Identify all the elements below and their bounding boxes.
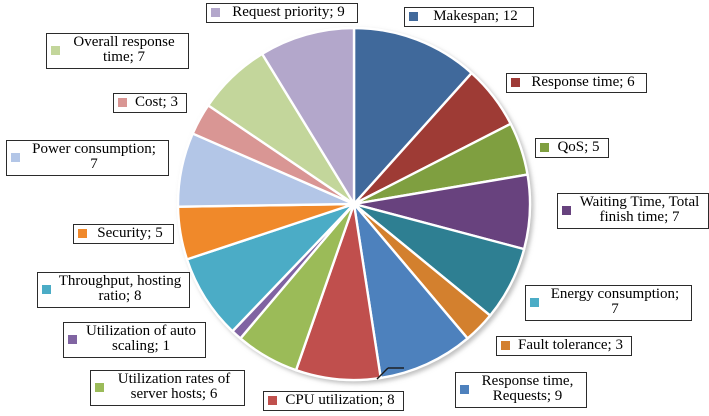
- callout-energy-consumption[interactable]: Energy consumption; 7: [525, 285, 692, 321]
- callout-label-text: Energy consumption; 7: [550, 286, 680, 318]
- callout-cost[interactable]: Cost; 3: [113, 93, 187, 114]
- callout-label-text: Power consumption; 7: [32, 141, 156, 173]
- callout-label-text: Utilization rates of server hosts; 6: [117, 371, 231, 403]
- leader-line-response-requests: [376, 367, 389, 380]
- callout-power-consumption[interactable]: Power consumption; 7: [6, 140, 169, 176]
- callout-label-text: Utilization of auto scaling; 1: [86, 323, 196, 355]
- callout-response-time[interactable]: Response time; 6: [506, 73, 647, 94]
- callout-label-text: Overall response time; 7: [73, 34, 175, 66]
- callout-qos[interactable]: QoS; 5: [535, 138, 609, 159]
- callout-makespan[interactable]: Makespan; 12: [404, 7, 534, 28]
- callout-overall-response[interactable]: Overall response time; 7: [46, 33, 189, 69]
- legend-swatch-icon: [68, 334, 77, 344]
- callout-label-text: Makespan; 12: [433, 8, 518, 24]
- callout-label-text: Request priority; 9: [232, 4, 345, 20]
- callout-fault-tolerance[interactable]: Fault tolerance; 3: [496, 336, 632, 357]
- callout-auto-scaling[interactable]: Utilization of auto scaling; 1: [63, 322, 206, 358]
- legend-swatch-icon: [95, 382, 104, 392]
- legend-swatch-icon: [268, 396, 277, 406]
- pie-slice-makespan[interactable]: [352, 26, 473, 206]
- callout-label-text: Response time; 6: [531, 74, 635, 90]
- legend-swatch-icon: [78, 229, 87, 239]
- callout-label-text: Response time, Requests; 9: [481, 373, 574, 405]
- callout-security[interactable]: Security; 5: [73, 224, 174, 245]
- legend-swatch-icon: [562, 205, 571, 215]
- callout-waiting-time[interactable]: Waiting Time, Total finish time; 7: [557, 193, 709, 229]
- legend-swatch-icon: [51, 45, 60, 55]
- callout-throughput[interactable]: Throughput, hosting ratio; 8: [37, 272, 190, 308]
- legend-swatch-icon: [118, 98, 127, 108]
- callout-label-text: Fault tolerance; 3: [518, 337, 623, 353]
- leader-lines-group: [376, 367, 404, 380]
- legend-swatch-icon: [501, 341, 510, 351]
- legend-swatch-icon: [211, 8, 220, 18]
- callout-label-text: CPU utilization; 8: [285, 392, 395, 408]
- callout-label-text: Cost; 3: [135, 94, 178, 110]
- callout-label-text: Waiting Time, Total finish time; 7: [579, 194, 700, 226]
- legend-swatch-icon: [530, 297, 539, 307]
- callout-label-text: Throughput, hosting ratio; 8: [58, 273, 182, 305]
- pie-slice-response-time-requests[interactable]: [352, 202, 469, 380]
- legend-swatch-icon: [11, 152, 20, 162]
- legend-swatch-icon: [409, 12, 418, 22]
- legend-swatch-icon: [42, 284, 51, 294]
- pie-slice-request-priority[interactable]: [260, 26, 356, 206]
- callout-label-text: QoS; 5: [557, 139, 600, 155]
- callout-label-text: Security; 5: [97, 225, 163, 241]
- callout-cpu-utilization[interactable]: CPU utilization; 8: [263, 391, 404, 412]
- legend-swatch-icon: [511, 78, 520, 88]
- legend-swatch-icon: [540, 143, 549, 153]
- callout-response-requests[interactable]: Response time, Requests; 9: [455, 372, 587, 408]
- pie-slices-group: [176, 26, 532, 382]
- callout-server-hosts[interactable]: Utilization rates of server hosts; 6: [90, 370, 245, 406]
- callout-request-priority[interactable]: Request priority; 9: [206, 3, 358, 24]
- legend-swatch-icon: [460, 384, 469, 394]
